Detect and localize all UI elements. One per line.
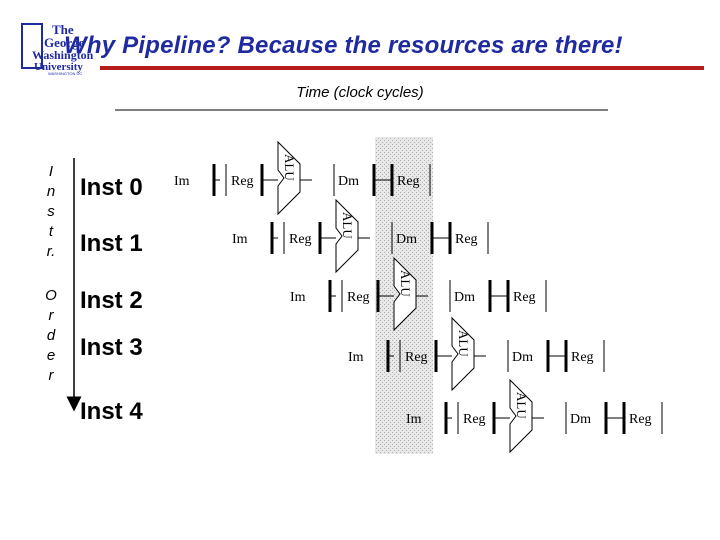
reg-write-label: Reg [571, 350, 594, 365]
order-letter-3: t [48, 223, 54, 240]
order-letter-6: r [48, 307, 54, 324]
pipeline-row-2: Im Reg ALU Dm Reg [290, 256, 547, 332]
order-letter-1: n [46, 183, 56, 200]
logo-line-4: University [34, 61, 83, 73]
reg-read-label: Reg [231, 174, 254, 189]
alu-shape [277, 140, 301, 216]
im-label: Im [348, 350, 364, 365]
university-logo: The George Washington University WASHING… [18, 14, 110, 76]
im-label: Im [290, 290, 306, 305]
instruction-label-3: Inst 3 [80, 334, 143, 361]
reg-write-label: Reg [513, 290, 536, 305]
pipeline-row-3: Im Reg ALU Dm Reg [348, 316, 605, 392]
alu-shape [335, 198, 359, 274]
reg-read-label: Reg [289, 232, 312, 247]
pipeline-row-4: Im Reg ALU Dm Reg [406, 378, 663, 454]
dm-label: Dm [570, 412, 591, 427]
im-label: Im [406, 412, 422, 427]
alu-label: ALU [340, 212, 355, 239]
alu-label: ALU [514, 392, 529, 419]
reg-write-label: Reg [397, 174, 420, 189]
pipeline-row-1: Im Reg ALU Dm Reg [232, 198, 489, 274]
time-axis-label: Time (clock cycles) [296, 84, 424, 101]
alu-shape [393, 256, 417, 332]
dm-label: Dm [454, 290, 475, 305]
order-letter-5: O [45, 287, 57, 304]
alu-shape [451, 316, 475, 392]
order-letter-2: s [47, 203, 55, 220]
reg-write-label: Reg [629, 412, 652, 427]
instruction-label-0: Inst 0 [80, 174, 143, 201]
order-letter-0: I [48, 163, 54, 180]
reg-write-label: Reg [455, 232, 478, 247]
order-letter-4: r. [46, 243, 56, 260]
title-underline [100, 66, 704, 70]
logo-emblem [21, 23, 43, 69]
slide-title: Why Pipeline? Because the resources are … [64, 32, 623, 59]
instruction-label-2: Inst 2 [80, 287, 143, 314]
reg-read-label: Reg [405, 350, 428, 365]
alu-label: ALU [456, 330, 471, 357]
alu-shape [509, 378, 533, 454]
alu-label: ALU [398, 270, 413, 297]
logo-line-1: The [52, 22, 74, 37]
im-label: Im [232, 232, 248, 247]
order-letter-9: r [48, 367, 54, 384]
order-letter-7: d [46, 327, 56, 344]
reg-read-label: Reg [347, 290, 370, 305]
logo-line-2: George [44, 35, 85, 50]
im-label: Im [174, 174, 190, 189]
alu-label: ALU [282, 154, 297, 181]
instruction-label-1: Inst 1 [80, 230, 143, 257]
dm-label: Dm [396, 232, 417, 247]
instruction-label-4: Inst 4 [80, 398, 143, 425]
dm-label: Dm [512, 350, 533, 365]
reg-read-label: Reg [463, 412, 486, 427]
order-letter-8: e [46, 347, 56, 364]
pipeline-row-0: Im Reg ALU Dm Reg [174, 140, 431, 216]
logo-line-3: Washington [32, 48, 94, 62]
dm-label: Dm [338, 174, 359, 189]
logo-subtext: WASHINGTON DC [48, 71, 82, 76]
